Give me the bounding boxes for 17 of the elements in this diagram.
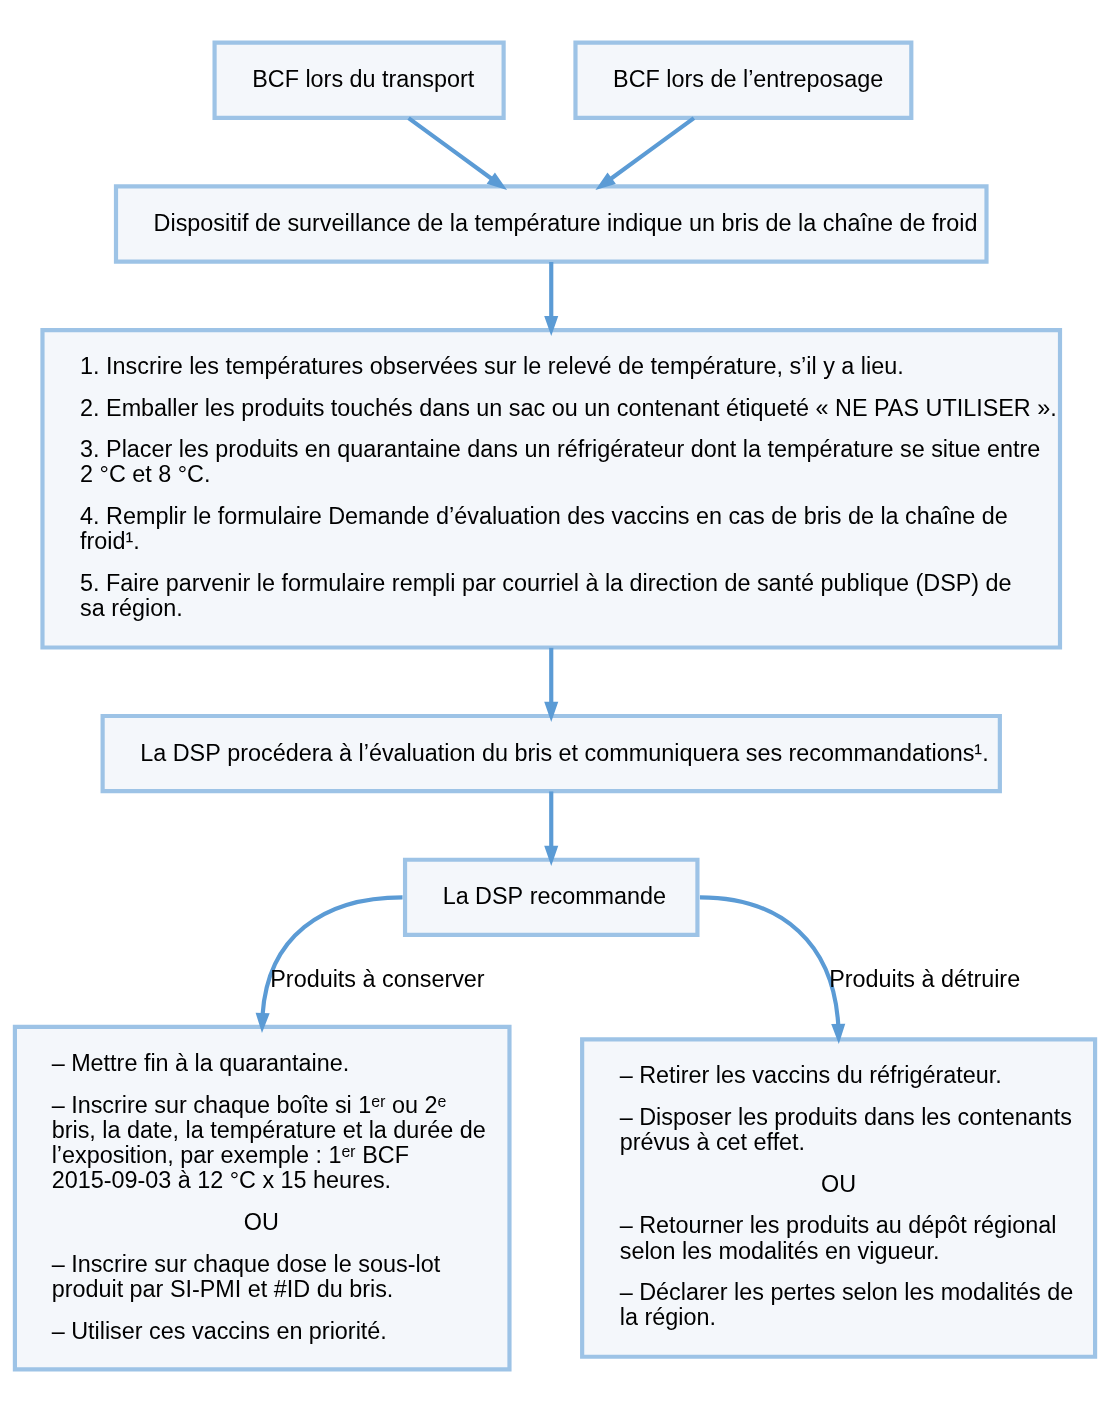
node-box: La DSP procédera à l’évaluation du bris et communiquera ses recommandations¹.	[100, 713, 1002, 794]
node-box: – Retirer les vaccins du réfrigérateur. – Disposer les produits dans les contenants prévus à cet effet. OU – Retourner les produits au dépôt régional selon les modalités en vigueur. – Déclarer les pertes selon les modalités de la région.	[580, 1037, 1098, 1359]
arrow	[407, 116, 508, 190]
node-box: – Mettre fin à la quarantaine. – Inscrire sur chaque boîte si 1ᵉʳ ou 2ᵉ bris, la date, la température et la durée de l’exposition, par exemple : 1ᵉʳ BCF 2015-09-03 à 12 °C x 15 heures. OU – Inscrire sur chaque dose le sous-lot produit par SI-PMI et #ID du bris. – Utiliser ces vaccins en priorité.	[12, 1024, 512, 1372]
node-box: BCF lors du transport	[212, 40, 506, 120]
edge-label: Produits à détruire	[829, 966, 1021, 993]
arrow	[544, 791, 559, 866]
edge-label: Produits à conserver	[270, 966, 485, 993]
arrow	[699, 895, 846, 1044]
node-box: 1. Inscrire les températures observées sur le relevé de température, s’il y a lieu. 2. Emballer les produits touchés dans un sac ou un contenant étiqueté « NE PAS UTILISER ». 3. Placer les produits en quarantaine dans un réfrigérateur dont la température se situe entre 2 °C et 8 °C. 4. Remplir le formulaire Demande d’évaluation des vaccins en cas de bris de la chaîne de froid¹. 5. Faire parvenir le formulaire rempli par courriel à la direction de santé publique (DSP) de sa région.	[40, 327, 1063, 650]
node-box: Dispositif de surveillance de la température indique un bris de la chaîne de froid	[113, 184, 989, 264]
arrow	[595, 116, 696, 190]
arrow	[255, 895, 403, 1034]
node-box: La DSP recommande	[402, 857, 700, 937]
arrow	[544, 262, 559, 337]
arrow	[544, 647, 559, 722]
node-box: BCF lors de l’entreposage	[573, 40, 914, 120]
